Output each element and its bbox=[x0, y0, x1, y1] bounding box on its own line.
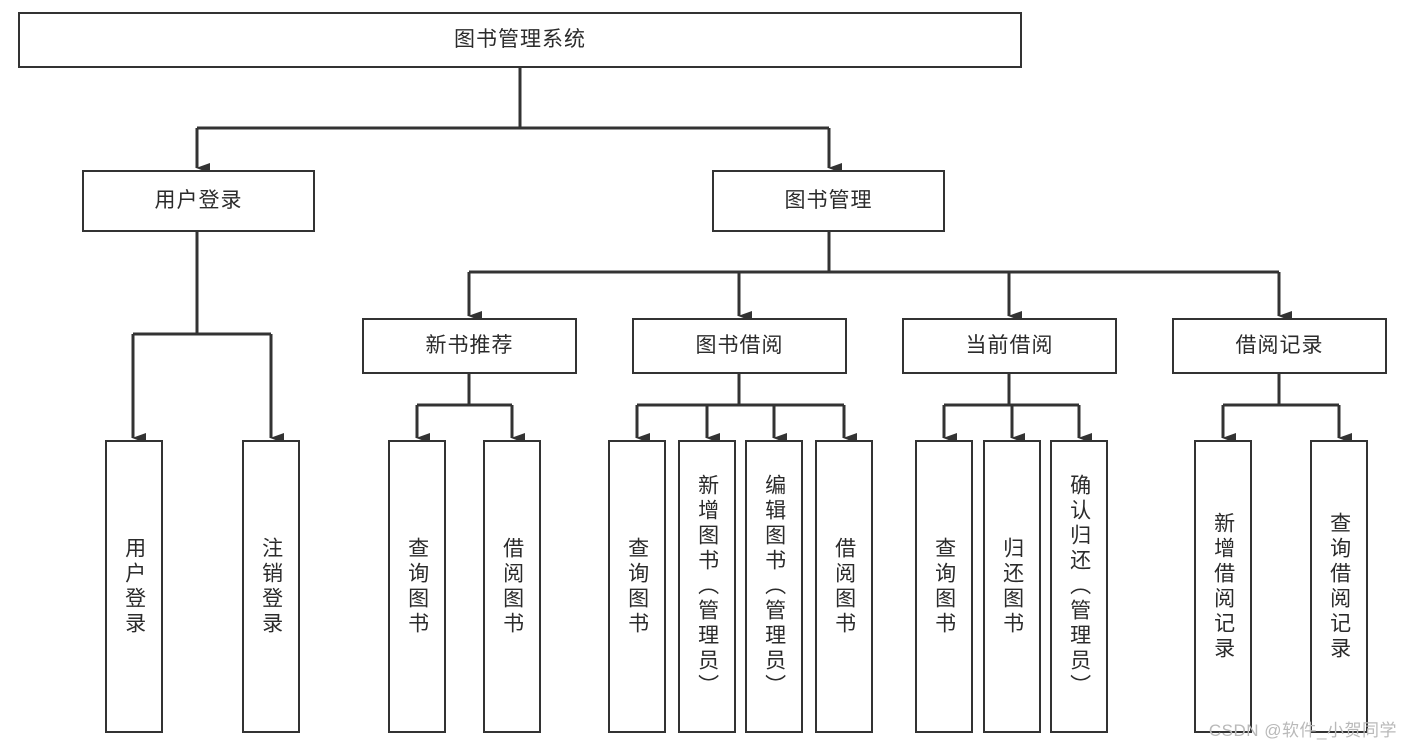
node-leaf-borrow-book-1-label: 借阅图书 bbox=[500, 536, 524, 637]
node-leaf-query-book-2-label: 查询图书 bbox=[625, 536, 649, 637]
node-leaf-user-login-label: 用户登录 bbox=[122, 536, 146, 637]
node-leaf-edit-book[interactable]: 编辑图书（管理员） bbox=[745, 440, 803, 733]
node-leaf-query-record-label: 查询借阅记录 bbox=[1327, 511, 1351, 662]
node-leaf-query-book-1[interactable]: 查询图书 bbox=[388, 440, 446, 733]
node-leaf-user-login[interactable]: 用户登录 bbox=[105, 440, 163, 733]
node-leaf-edit-book-label: 编辑图书（管理员） bbox=[762, 474, 786, 699]
node-current-borrow-label: 当前借阅 bbox=[965, 334, 1054, 358]
node-borrow-record-label: 借阅记录 bbox=[1235, 334, 1324, 358]
node-leaf-query-book-1-label: 查询图书 bbox=[405, 536, 429, 637]
node-leaf-borrow-book-2[interactable]: 借阅图书 bbox=[815, 440, 873, 733]
node-leaf-return-book[interactable]: 归还图书 bbox=[983, 440, 1041, 733]
node-leaf-query-book-3[interactable]: 查询图书 bbox=[915, 440, 973, 733]
node-book-manage[interactable]: 图书管理 bbox=[712, 170, 945, 232]
node-current-borrow[interactable]: 当前借阅 bbox=[902, 318, 1117, 374]
node-leaf-add-record-label: 新增借阅记录 bbox=[1211, 511, 1235, 662]
node-root[interactable]: 图书管理系统 bbox=[18, 12, 1022, 68]
node-book-borrow-label: 图书借阅 bbox=[695, 334, 784, 358]
node-new-book-rec[interactable]: 新书推荐 bbox=[362, 318, 577, 374]
watermark-text: CSDN @软件_小贺同学 bbox=[1208, 721, 1397, 740]
node-book-borrow[interactable]: 图书借阅 bbox=[632, 318, 847, 374]
node-leaf-add-record[interactable]: 新增借阅记录 bbox=[1194, 440, 1252, 733]
node-leaf-confirm-return[interactable]: 确认归还（管理员） bbox=[1050, 440, 1108, 733]
node-leaf-logout-label: 注销登录 bbox=[259, 536, 283, 637]
node-leaf-confirm-return-label: 确认归还（管理员） bbox=[1067, 474, 1091, 699]
node-leaf-return-book-label: 归还图书 bbox=[1000, 536, 1024, 637]
node-leaf-borrow-book-1[interactable]: 借阅图书 bbox=[483, 440, 541, 733]
node-leaf-query-book-3-label: 查询图书 bbox=[932, 536, 956, 637]
node-root-label: 图书管理系统 bbox=[454, 28, 586, 52]
node-leaf-add-book[interactable]: 新增图书（管理员） bbox=[678, 440, 736, 733]
node-leaf-add-book-label: 新增图书（管理员） bbox=[695, 474, 719, 699]
node-leaf-logout[interactable]: 注销登录 bbox=[242, 440, 300, 733]
node-borrow-record[interactable]: 借阅记录 bbox=[1172, 318, 1387, 374]
node-user-login[interactable]: 用户登录 bbox=[82, 170, 315, 232]
node-leaf-query-book-2[interactable]: 查询图书 bbox=[608, 440, 666, 733]
node-book-manage-label: 图书管理 bbox=[784, 189, 873, 213]
node-leaf-query-record[interactable]: 查询借阅记录 bbox=[1310, 440, 1368, 733]
node-leaf-borrow-book-2-label: 借阅图书 bbox=[832, 536, 856, 637]
node-new-book-rec-label: 新书推荐 bbox=[425, 334, 514, 358]
node-user-login-label: 用户登录 bbox=[154, 189, 243, 213]
